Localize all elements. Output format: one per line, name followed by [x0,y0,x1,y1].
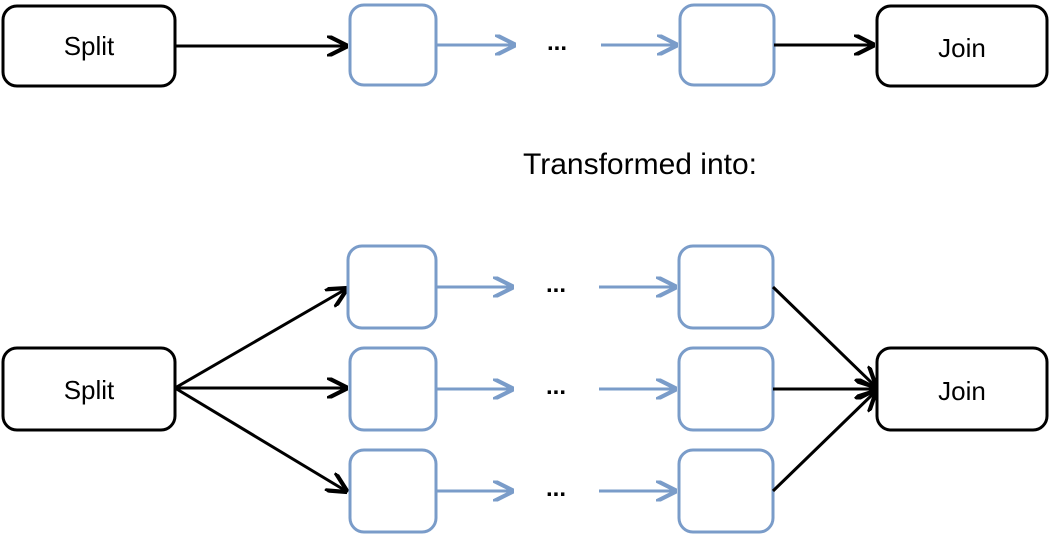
bottom-row-3: ... [348,448,775,534]
bottom-edge-split-to-row1 [174,289,346,390]
bottom-edge-split-to-row3 [174,386,346,491]
row3-ellipsis: ... [546,475,566,502]
bottom-edge-row1-to-join [771,285,875,386]
row2-ellipsis: ... [546,373,566,400]
top-last-stage-node [678,3,776,87]
row1-first-stage-node [346,244,438,330]
row3-last-stage-node [677,448,775,534]
top-pipeline: Split ... Join [1,3,1049,88]
transform-caption: Transformed into: [523,148,757,181]
bottom-pipeline: Split ... ... ... [1,244,1049,534]
bottom-join-label: Join [938,376,986,406]
top-ellipsis: ... [547,29,567,56]
bottom-row-1: ... [346,244,775,330]
bottom-split-label: Split [64,375,115,405]
bottom-join-node [875,346,1049,432]
row1-last-stage-node [677,244,775,330]
row2-first-stage-node [348,346,438,432]
top-split-label: Split [64,31,115,61]
row2-last-stage-node [677,346,775,432]
top-join-label: Join [938,33,986,63]
bottom-row-2: ... [348,346,775,432]
bottom-edge-row3-to-join [771,392,875,493]
top-join-node [875,4,1049,88]
row1-ellipsis: ... [546,271,566,298]
top-first-stage-node [348,3,438,87]
row3-first-stage-node [348,448,438,534]
